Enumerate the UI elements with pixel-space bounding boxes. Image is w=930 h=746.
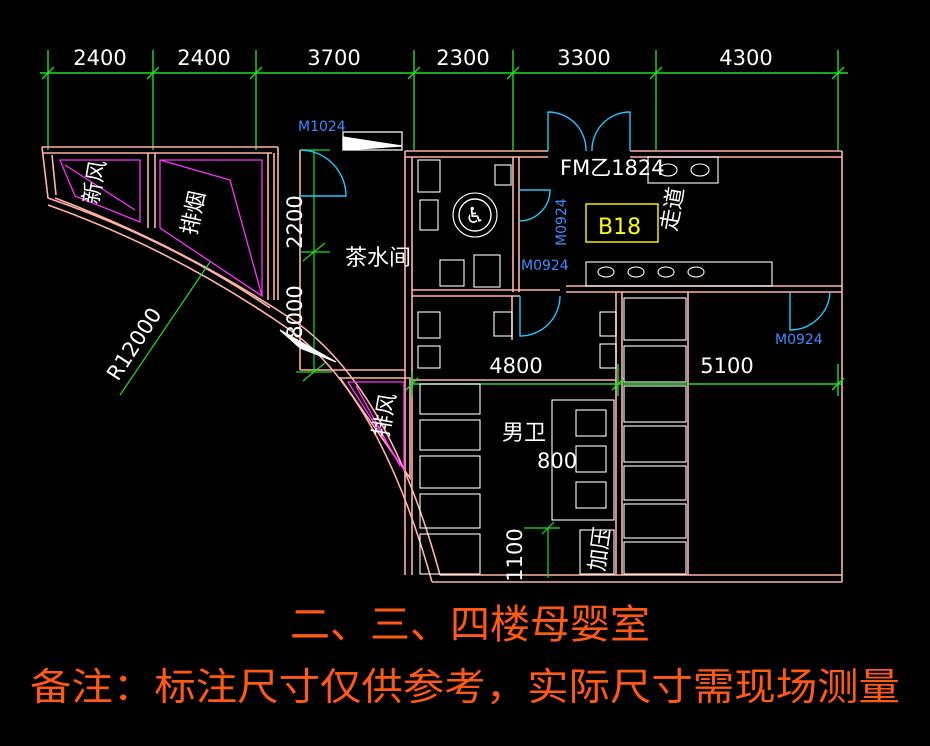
room-tea: 茶水间 <box>345 246 411 271</box>
dim-vertical-a: 2200 <box>283 195 307 248</box>
fixtures <box>417 156 773 575</box>
dim-top-3: 3700 <box>307 46 360 70</box>
duct-shafts <box>59 159 405 473</box>
door-label-fm1824: FM乙1824 <box>560 156 665 180</box>
svg-text:♿: ♿ <box>465 204 485 229</box>
room-smoke-exhaust: 排烟 <box>177 189 211 237</box>
height-dimension <box>524 521 560 578</box>
outer-walls <box>41 146 843 583</box>
room-corridor: 走道 <box>657 185 689 233</box>
radius-dimension <box>119 261 211 396</box>
dim-vertical-b: 8000 <box>283 285 307 338</box>
dim-height: 1100 <box>503 528 527 581</box>
dim-mid-1: 4800 <box>489 354 542 378</box>
door-label-m0924-a: M0924 <box>554 198 570 246</box>
top-dimension-chain <box>40 50 848 150</box>
dim-top-4: 2300 <box>436 46 489 70</box>
dim-top-1: 2400 <box>73 46 126 70</box>
doors <box>299 111 831 337</box>
room-tag: B18 <box>598 215 641 240</box>
dim-mid-2: 5100 <box>700 354 753 378</box>
radius-label: R12000 <box>102 303 166 384</box>
dim-top-2: 2400 <box>177 46 230 70</box>
room-pressurization: 加压 <box>585 526 616 573</box>
door-leaf-markers <box>279 131 403 363</box>
door-label-m0924-c: M0924 <box>775 332 823 348</box>
dim-top-6: 4300 <box>719 46 772 70</box>
door-label-m0924-b: M0924 <box>521 258 569 274</box>
drawing-note: 备注：标注尺寸仅供参考，实际尺寸需现场测量 <box>30 665 900 709</box>
room-mens: 男卫 <box>502 421 546 446</box>
drawing-title: 二、三、四楼母婴室 <box>290 602 650 648</box>
room-fresh-air: 新风 <box>79 158 111 206</box>
room-tag-box <box>585 203 659 243</box>
dim-stall: 800 <box>537 449 577 473</box>
middle-dimension-chain <box>405 364 845 396</box>
accessible-icon: ♿ <box>458 198 492 232</box>
dim-top-5: 3300 <box>557 46 610 70</box>
room-exhaust-air: 排风 <box>369 391 401 439</box>
door-label-m1024: M1024 <box>298 119 346 135</box>
